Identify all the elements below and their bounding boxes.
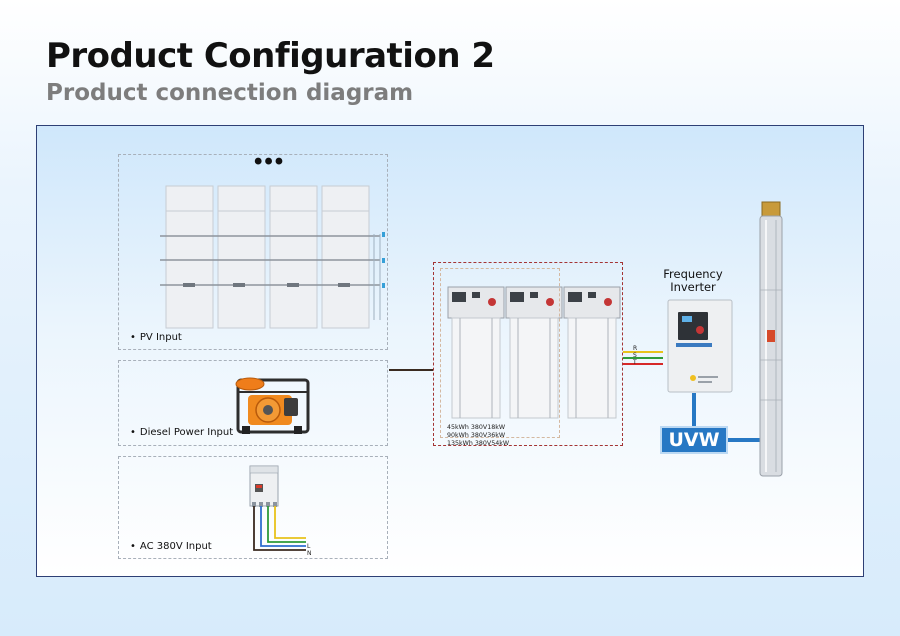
inverter-title: Frequency Inverter bbox=[656, 268, 730, 294]
ac-wire-label-n: N bbox=[307, 550, 312, 557]
page-title: Product Configuration 2 bbox=[46, 36, 495, 76]
ac-input-label: AC 380V Input bbox=[130, 541, 212, 552]
pv-input-label: PV Input bbox=[130, 332, 182, 343]
ac-wire-label-l: L bbox=[307, 543, 311, 550]
diesel-generator-icon bbox=[235, 377, 310, 434]
rst-wires bbox=[623, 351, 663, 365]
more-panels-indicator: ••• bbox=[254, 148, 286, 175]
ac-input-group bbox=[118, 456, 388, 559]
diesel-input-label: Diesel Power Input bbox=[130, 427, 233, 438]
phase-label-r: R bbox=[633, 345, 637, 352]
battery-spec: 90kWh 380V36kW bbox=[447, 432, 506, 439]
inverter-title-line2: Inverter bbox=[670, 280, 716, 294]
battery-cabinet-icons bbox=[447, 286, 621, 419]
uvw-label-box: UVW bbox=[660, 426, 728, 454]
battery-spec: 45kWh 380V18kW bbox=[447, 424, 506, 431]
phase-label-s: S bbox=[633, 352, 637, 359]
ac-breaker-icon bbox=[249, 465, 279, 507]
pv-input-group bbox=[118, 154, 388, 350]
page-subtitle: Product connection diagram bbox=[46, 80, 414, 106]
diesel-input-group bbox=[118, 360, 388, 446]
frequency-inverter-icon bbox=[667, 299, 733, 393]
battery-spec: 135kWh 380V54kW bbox=[447, 440, 510, 447]
inverter-title-line1: Frequency bbox=[663, 267, 723, 281]
motor-cable bbox=[692, 393, 762, 442]
ac-wires bbox=[253, 506, 306, 551]
phase-label-t: T bbox=[632, 359, 637, 366]
battery-system-group bbox=[433, 262, 623, 446]
submersible-pump-icon bbox=[759, 201, 783, 477]
solar-panel-array bbox=[160, 185, 385, 329]
battery-module-group bbox=[440, 268, 560, 438]
